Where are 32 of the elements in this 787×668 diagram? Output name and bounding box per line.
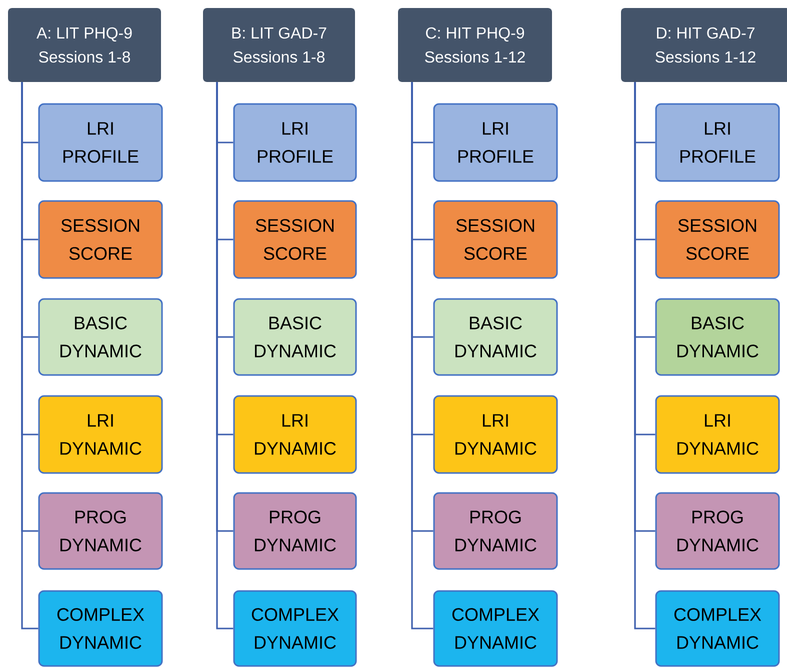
connector-line [411, 82, 434, 630]
connector-line [21, 82, 38, 630]
category-box: PROG DYNAMIC [233, 492, 357, 570]
category-box: PROG DYNAMIC [38, 492, 163, 570]
category-box: SESSION SCORE [38, 200, 163, 279]
connector-line [216, 82, 234, 630]
header-box: C: HIT PHQ-9 Sessions 1-12 [398, 8, 552, 82]
category-box: LRI DYNAMIC [655, 395, 780, 474]
category-box: COMPLEX DYNAMIC [233, 590, 357, 667]
category-box: BASIC DYNAMIC [433, 298, 558, 376]
header-box: A: LIT PHQ-9 Sessions 1-8 [8, 8, 161, 82]
connector-line [634, 82, 656, 630]
category-box: LRI DYNAMIC [38, 395, 163, 474]
category-box: LRI DYNAMIC [433, 395, 558, 474]
category-box: BASIC DYNAMIC [38, 298, 163, 376]
category-box: LRI PROFILE [433, 103, 558, 182]
category-box: SESSION SCORE [655, 200, 780, 279]
category-box: LRI PROFILE [38, 103, 163, 182]
category-box: BASIC DYNAMIC [655, 298, 780, 376]
category-box: LRI PROFILE [655, 103, 780, 182]
category-box: PROG DYNAMIC [655, 492, 780, 570]
category-box: SESSION SCORE [433, 200, 558, 279]
category-box: LRI DYNAMIC [233, 395, 357, 474]
category-box: COMPLEX DYNAMIC [433, 590, 558, 667]
category-box: COMPLEX DYNAMIC [38, 590, 163, 667]
category-box: PROG DYNAMIC [433, 492, 558, 570]
category-box: SESSION SCORE [233, 200, 357, 279]
header-box: B: LIT GAD-7 Sessions 1-8 [203, 8, 355, 82]
category-box: LRI PROFILE [233, 103, 357, 182]
category-box: COMPLEX DYNAMIC [655, 590, 780, 667]
category-box: BASIC DYNAMIC [233, 298, 357, 376]
header-box: D: HIT GAD-7 Sessions 1-12 [621, 8, 787, 82]
